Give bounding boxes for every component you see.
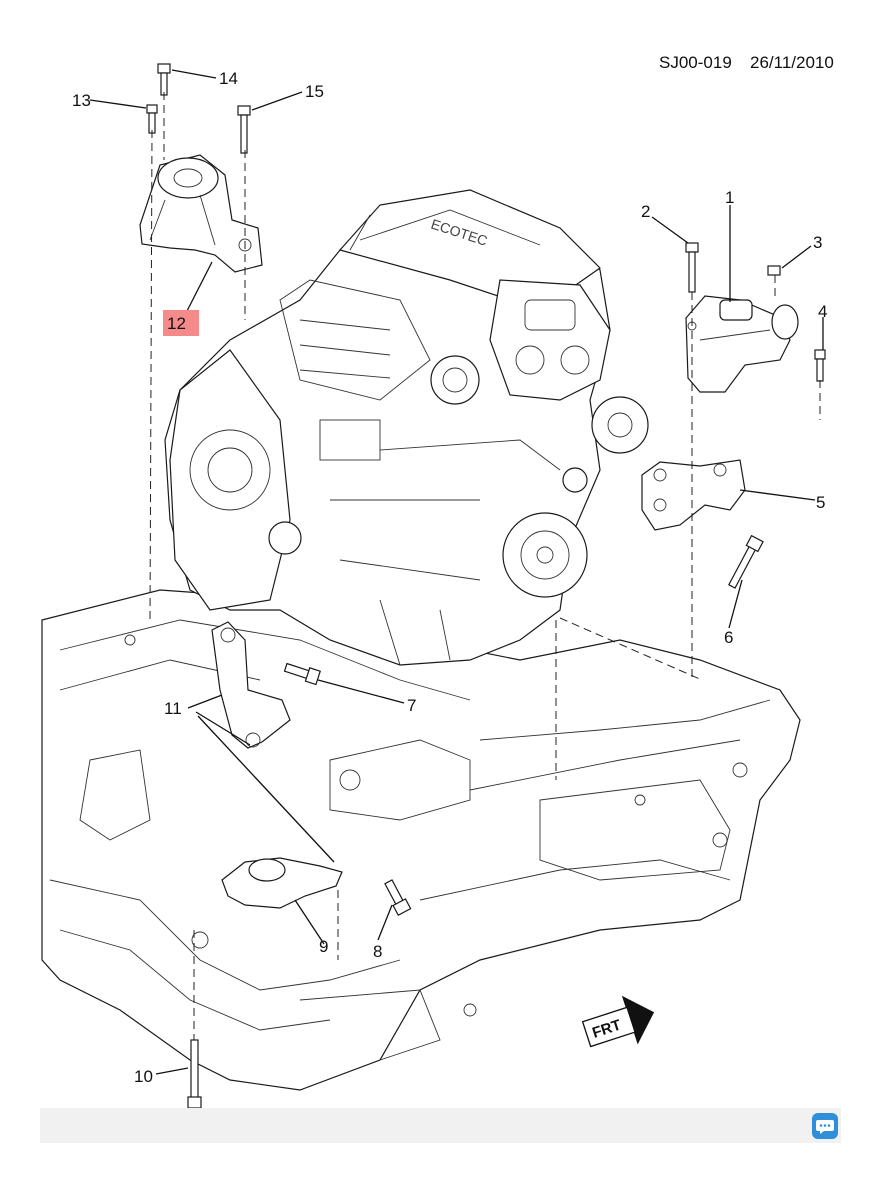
bolt-14 — [157, 63, 171, 96]
diagram-ref-code: SJ00-019 — [659, 53, 732, 72]
callout-14: 14 — [219, 69, 238, 88]
right-mount — [685, 295, 799, 393]
diagram-date: 26/11/2010 — [750, 53, 834, 72]
bolt-13 — [146, 104, 158, 134]
callout-12-highlight — [163, 310, 199, 336]
bolt-8 — [384, 879, 412, 916]
callout-4: 4 — [818, 302, 827, 321]
alignment-lines — [149, 92, 821, 1040]
bolt-4 — [814, 349, 826, 382]
callout-8: 8 — [373, 942, 382, 961]
callout-3: 3 — [813, 233, 822, 252]
right-mount-bracket — [641, 459, 746, 531]
callout-1: 1 — [725, 188, 734, 207]
callout-labels: 13 14 15 2 1 3 4 5 6 7 11 9 8 10 12 — [72, 69, 827, 1086]
callout-9: 9 — [319, 937, 328, 956]
rear-mount-bracket — [211, 621, 291, 749]
leader-lines — [89, 69, 824, 1075]
chat-button[interactable] — [812, 1113, 838, 1139]
callout-6: 6 — [724, 628, 733, 647]
bolt-7 — [283, 662, 321, 686]
front-subframe — [41, 589, 801, 1091]
callout-13: 13 — [72, 91, 91, 110]
bolt-15 — [237, 105, 251, 154]
callout-12: 12 — [167, 314, 186, 333]
upper-left-mount — [139, 154, 263, 273]
nut-3 — [767, 265, 781, 276]
callout-7: 7 — [407, 696, 416, 715]
callout-5: 5 — [816, 493, 825, 512]
bolt-6 — [728, 534, 764, 589]
front-arrow-icon: FRT — [581, 995, 655, 1048]
bolt-2 — [685, 242, 699, 293]
callout-10: 10 — [134, 1067, 153, 1086]
lower-rear-mount — [221, 857, 343, 909]
callout-2: 2 — [641, 202, 650, 221]
chat-bubble-icon — [816, 1120, 834, 1134]
callout-15: 15 — [305, 82, 324, 101]
bottom-toolbar — [40, 1108, 841, 1143]
engine-assembly: ECOTEC — [164, 189, 649, 666]
callout-11: 11 — [164, 699, 182, 718]
